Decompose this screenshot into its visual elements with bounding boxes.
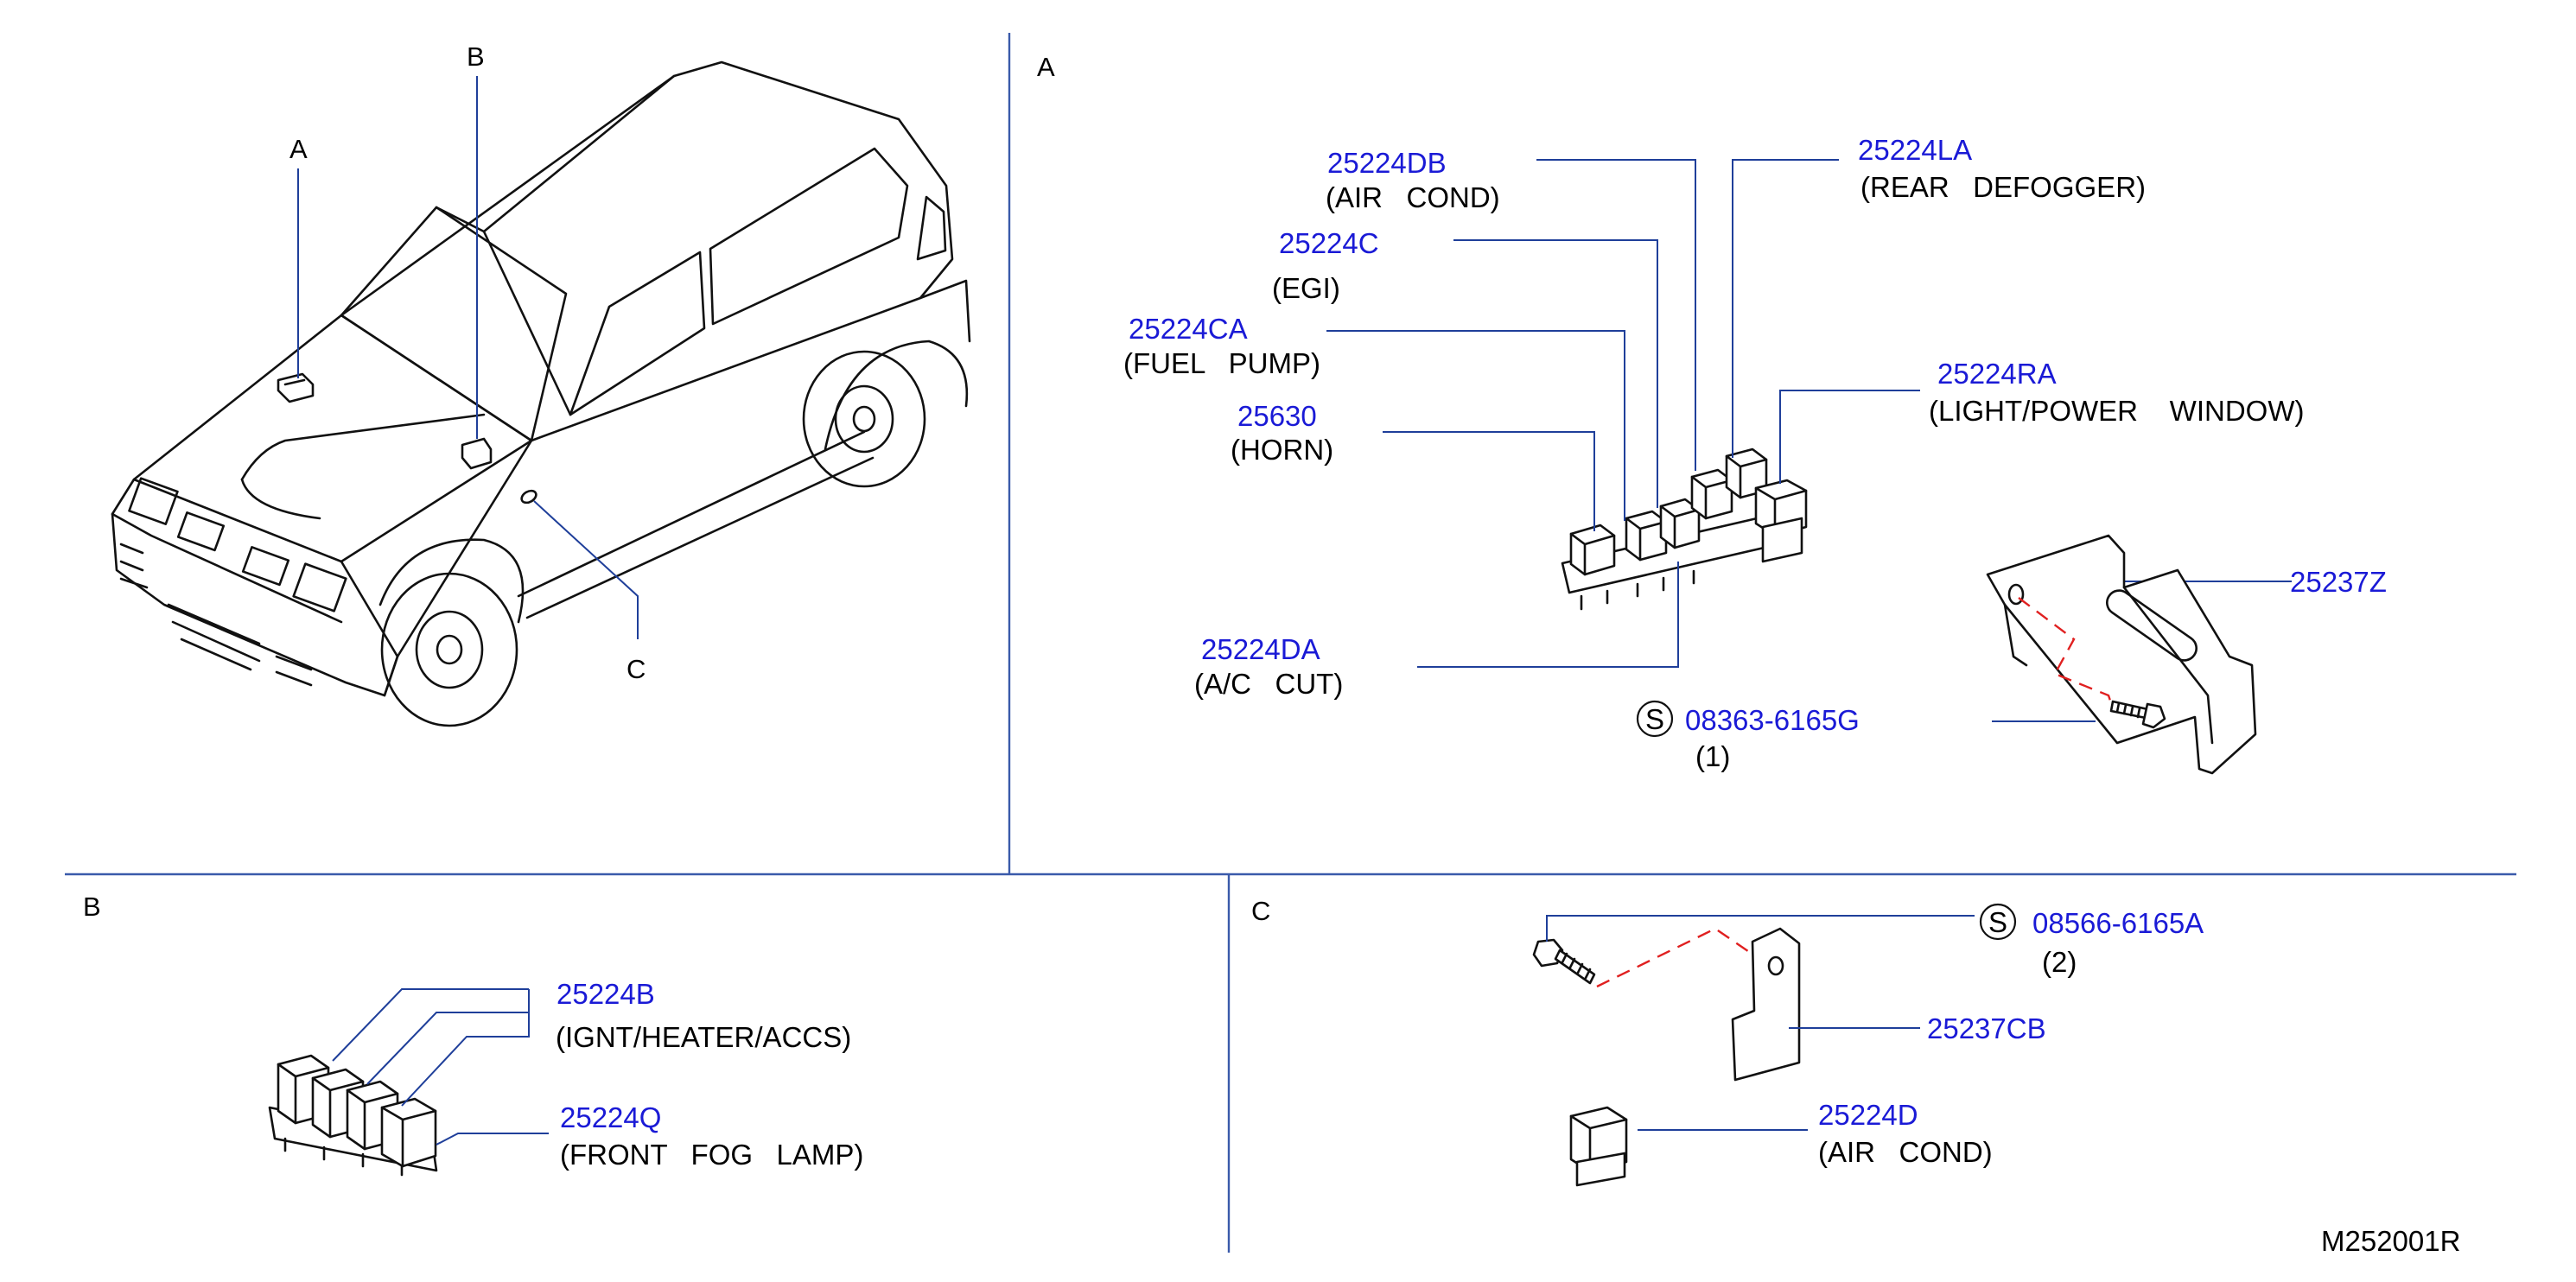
part-num-08363-6165g[interactable]: 08363-6165G: [1685, 704, 1860, 736]
section-c-label: C: [1251, 896, 1270, 926]
relay-block-b: [268, 1054, 438, 1177]
bracket-25237z: [1986, 534, 2257, 775]
bracket-25237cb: [1731, 927, 1801, 1082]
relay-cube: [1569, 524, 1616, 576]
part-desc-ignt-heater-accs: (IGNT/HEATER/ACCS): [556, 1021, 851, 1053]
panel-dividers: [65, 33, 2516, 1253]
relay-cube: [1659, 498, 1701, 549]
standard-part-symbol-c: S: [1979, 903, 2017, 941]
car-callout-a: A: [289, 134, 308, 164]
part-qty-2: (2): [2042, 946, 2077, 978]
part-desc-front-fog-lamp: (FRONT FOG LAMP): [560, 1139, 863, 1171]
svg-text:S: S: [1645, 703, 1664, 735]
part-desc-horn: (HORN): [1231, 434, 1333, 466]
relay-cube: [1754, 479, 1808, 563]
part-num-25224d[interactable]: 25224D: [1818, 1099, 1918, 1131]
car-callout-leaders: [297, 76, 639, 639]
part-num-25224c[interactable]: 25224C: [1279, 227, 1379, 259]
car-callout-c: C: [627, 654, 646, 684]
relay-block-a: [1561, 447, 1808, 611]
part-num-25224q[interactable]: 25224Q: [560, 1101, 661, 1133]
standard-part-symbol-a: S: [1636, 700, 1674, 738]
relay-cube: [380, 1097, 437, 1168]
part-num-25224db[interactable]: 25224DB: [1327, 147, 1447, 179]
part-desc-air-cond-c: (AIR COND): [1818, 1136, 1993, 1168]
part-num-25237z[interactable]: 25237Z: [2290, 566, 2387, 598]
vehicle-illustration: [111, 60, 971, 727]
part-desc-light-power-window: (LIGHT/POWER WINDOW): [1929, 395, 2304, 427]
relay-cube: [1625, 510, 1668, 562]
svg-text:S: S: [1988, 906, 2007, 938]
section-a-label: A: [1037, 52, 1055, 82]
part-num-25237cb[interactable]: 25237CB: [1927, 1012, 2046, 1044]
part-num-25224la[interactable]: 25224LA: [1858, 134, 1972, 166]
car-callout-b: B: [467, 41, 485, 72]
part-num-25224da[interactable]: 25224DA: [1201, 633, 1320, 665]
part-desc-ac-cut: (A/C CUT): [1194, 668, 1343, 700]
bolt-a-icon: [2109, 700, 2166, 729]
part-desc-egi: (EGI): [1272, 272, 1340, 304]
part-qty-1: (1): [1695, 740, 1730, 772]
diagram-code: M252001R: [2321, 1225, 2460, 1257]
part-num-25224ca[interactable]: 25224CA: [1129, 313, 1248, 345]
part-num-25224ra[interactable]: 25224RA: [1937, 358, 2057, 390]
section-c-leaders: [1546, 915, 1975, 1131]
section-a-leaders: [1326, 159, 2292, 722]
part-num-25224b[interactable]: 25224B: [557, 978, 655, 1010]
section-b-leaders: [332, 988, 549, 1146]
part-desc-rear-defogger: (REAR DEFOGGER): [1860, 171, 2146, 203]
bolt-c-icon: [1532, 938, 1596, 985]
relay-cube: [1690, 468, 1733, 520]
part-desc-fuel-pump: (FUEL PUMP): [1123, 347, 1320, 379]
part-desc-air-cond: (AIR COND): [1326, 181, 1500, 213]
section-b-label: B: [83, 892, 101, 922]
relay-25224d: [1569, 1106, 1628, 1187]
part-num-25630[interactable]: 25630: [1237, 400, 1317, 432]
part-num-08566-6165a[interactable]: 08566-6165A: [2032, 907, 2204, 939]
